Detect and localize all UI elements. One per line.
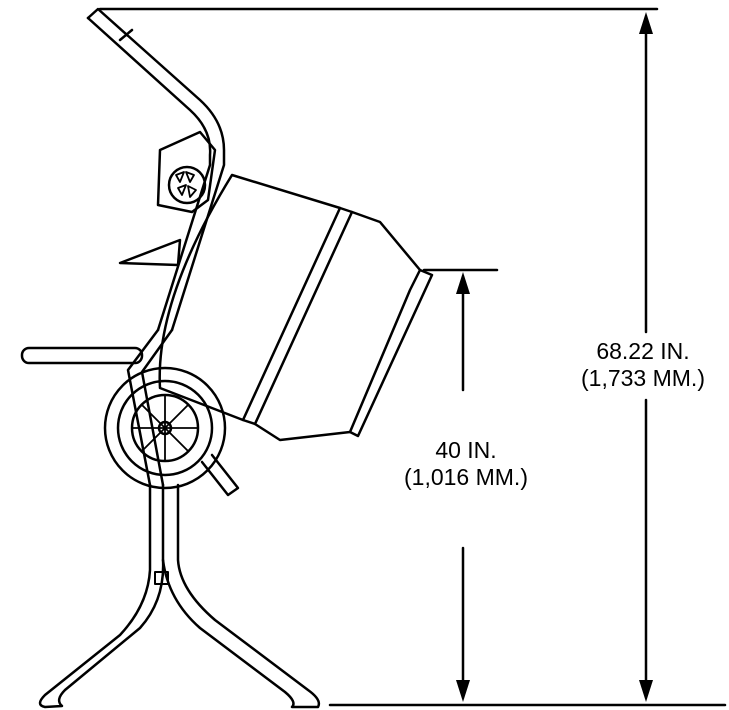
- mouth-height-imperial: 40 IN.: [435, 437, 497, 463]
- overall-height-dimension: [639, 12, 653, 702]
- stand-legs: [38, 483, 321, 709]
- motor-housing: [118, 130, 217, 267]
- overall-height-imperial: 68.22 IN.: [596, 338, 690, 364]
- overall-height-label: 68.22 IN. (1,733 MM.): [557, 338, 729, 392]
- wheel: [103, 366, 227, 490]
- mixer-drum: [158, 173, 434, 442]
- mouth-height-metric: (1,016 MM.): [404, 464, 528, 490]
- handle-bar: [86, 7, 226, 332]
- overall-height-metric: (1,733 MM.): [581, 365, 705, 391]
- mouth-height-dimension: [456, 272, 470, 702]
- mouth-height-label: 40 IN. (1,016 MM.): [384, 437, 548, 491]
- frame: [20, 328, 240, 497]
